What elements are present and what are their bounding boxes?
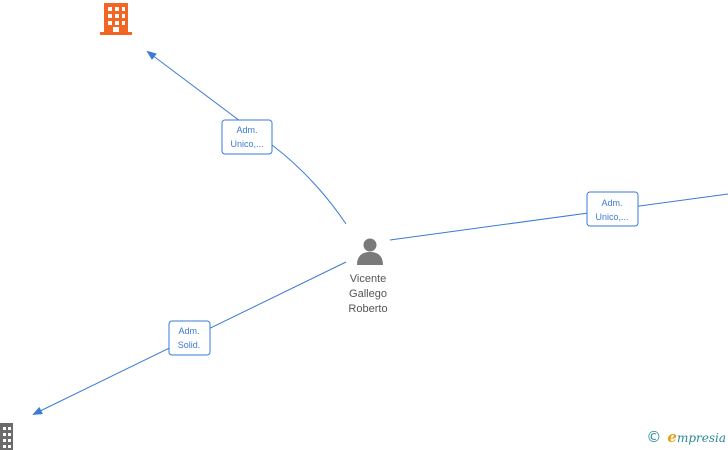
edge-label-right[interactable]: Adm. Unico,... <box>586 191 639 227</box>
brand-initial: e <box>667 428 677 446</box>
edge-label-bottom-left-line-1: Adm. <box>178 326 199 336</box>
edge-label-top-line-2: Unico,... <box>230 139 263 149</box>
building-icon <box>100 3 132 35</box>
person-name-line-3: Roberto <box>348 303 387 315</box>
company-node-bottom-left[interactable] <box>0 423 13 450</box>
edge-label-right-line-1: Adm. <box>601 198 622 208</box>
brand-name: mpresia <box>676 431 726 445</box>
person-name-line-1: Vicente <box>350 273 387 285</box>
edge-label-bottom-left[interactable]: Adm. Solid. <box>168 320 211 356</box>
person-icon <box>357 238 383 265</box>
building-icon <box>0 423 13 450</box>
edge-line-right <box>389 193 728 241</box>
edge-label-top-line-1: Adm. <box>236 125 257 135</box>
empresia-watermark: © empresia <box>646 428 726 446</box>
edge-label-bottom-left-line-2: Solid. <box>178 340 201 350</box>
edge-line-top <box>146 50 347 225</box>
edge-label-right-line-2: Unico,... <box>595 212 628 222</box>
edge-label-top[interactable]: Adm. Unico,... <box>221 119 273 155</box>
company-node-top[interactable] <box>100 3 132 35</box>
brand-logo: empresia <box>667 428 726 446</box>
copyright-icon: © <box>646 428 662 446</box>
person-node[interactable]: Vicente Gallego Roberto <box>348 238 388 316</box>
person-name-line-2: Gallego <box>349 288 387 300</box>
